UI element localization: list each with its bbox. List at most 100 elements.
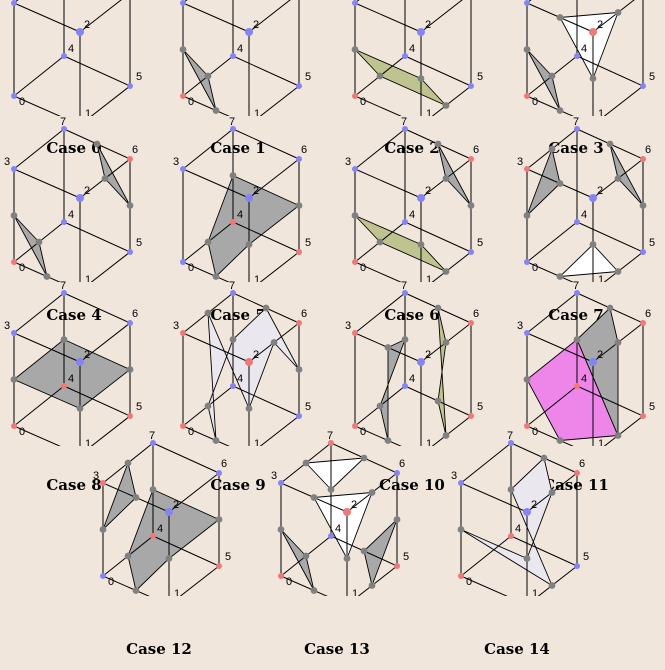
isosurface-polygon <box>207 307 300 441</box>
edge-intersection-point <box>124 459 132 467</box>
vertex-label: 6 <box>473 308 479 320</box>
cube-edge <box>232 385 300 417</box>
vertex-label: 4 <box>68 373 74 385</box>
cube-vertex-0 <box>180 93 186 99</box>
edge-intersection-point <box>614 175 622 182</box>
cube-edge <box>404 55 472 87</box>
vertex-label: 0 <box>188 96 194 108</box>
vertex-label: 7 <box>573 280 579 292</box>
case-caption: Case 12 <box>126 640 192 658</box>
isosurface-polygon <box>526 49 561 111</box>
cube-vertex-3 <box>180 0 186 6</box>
vertex-label: 4 <box>581 209 587 221</box>
vertex-label: 4 <box>409 373 415 385</box>
cube-edge <box>13 385 65 427</box>
edge-intersection-point <box>417 75 425 82</box>
edge-intersection-point <box>149 486 157 493</box>
cube-vertex-0 <box>11 93 17 99</box>
cube-vertex-0 <box>180 423 186 429</box>
cube-edge <box>576 385 644 417</box>
cube-edge <box>232 55 300 87</box>
cube-vertex-0 <box>278 573 284 579</box>
vertex-label: 0 <box>360 96 366 108</box>
edge-intersection-point <box>10 376 18 383</box>
vertex-label: 6 <box>399 458 405 470</box>
cube-vertex-2 <box>245 28 253 36</box>
cube-vertex-5 <box>640 249 646 255</box>
case-caption: Case 13 <box>304 640 370 658</box>
edge-intersection-point <box>212 107 220 114</box>
edge-intersection-point <box>614 432 622 439</box>
vertex-label: 6 <box>473 144 479 156</box>
cube-vertex-6 <box>127 320 133 326</box>
vertex-label: 4 <box>581 43 587 55</box>
vertex-label: 2 <box>425 185 431 197</box>
cube-vertex-5 <box>574 563 580 569</box>
cube-vertex-7 <box>508 440 514 446</box>
cube-edge <box>13 425 61 446</box>
edge-intersection-point <box>368 582 376 589</box>
cube-vertex-2 <box>245 358 253 366</box>
cube-vertex-3 <box>11 330 17 336</box>
cube-vertex-4 <box>61 219 67 225</box>
cube-vertex-7 <box>574 290 580 296</box>
edge-intersection-point <box>126 366 134 373</box>
cube-edge <box>420 0 463 33</box>
cube-edge <box>526 292 578 334</box>
edge-intersection-point <box>540 454 548 462</box>
vertex-label: 1 <box>254 108 260 116</box>
edge-intersection-point <box>589 75 597 82</box>
edge-intersection-point <box>295 366 303 373</box>
vertex-label: 5 <box>305 401 311 413</box>
cube-vertex-6 <box>468 320 474 326</box>
cube-vertex-2 <box>589 194 597 202</box>
edge-intersection-point <box>393 516 401 523</box>
edge-intersection-point <box>204 238 212 246</box>
cube-vertex-6 <box>216 470 222 476</box>
edge-intersection-point <box>302 552 310 560</box>
edge-intersection-point <box>302 459 310 467</box>
cube-edge <box>13 292 65 334</box>
cube-vertex-5 <box>296 249 302 255</box>
cube-edge <box>526 221 578 263</box>
edge-intersection-point <box>606 140 614 148</box>
cube-vertex-7 <box>574 126 580 132</box>
isosurface-polygon <box>354 215 447 272</box>
case-caption: Case 0 <box>46 139 102 157</box>
cube-vertex-6 <box>640 320 646 326</box>
edge-intersection-point <box>548 145 556 153</box>
isosurface-polygon <box>437 307 447 436</box>
cube-vertex-4 <box>230 383 236 389</box>
vertex-label: 7 <box>229 280 235 292</box>
cube-vertex-0 <box>352 93 358 99</box>
vertex-label: 4 <box>581 373 587 385</box>
cube-edge <box>404 221 472 253</box>
vertex-label: 1 <box>85 108 91 116</box>
isosurface-polygon <box>96 143 131 206</box>
cube-edge <box>248 0 291 33</box>
vertex-label: 4 <box>237 209 243 221</box>
cube-edge <box>354 261 402 282</box>
cube-edge <box>526 332 594 363</box>
vertex-label: 6 <box>301 144 307 156</box>
edge-intersection-point <box>434 140 442 148</box>
vertex-label: 3 <box>517 320 523 332</box>
edge-intersection-point <box>179 46 187 53</box>
vertex-label: 1 <box>174 588 180 596</box>
edge-intersection-point <box>204 402 212 410</box>
case-caption: Case 7 <box>548 306 604 324</box>
cube-edge <box>354 0 360 4</box>
vertex-label: 3 <box>173 320 179 332</box>
vertex-label: 4 <box>515 523 521 535</box>
isosurface-polygon <box>559 12 619 79</box>
isosurface-polygon <box>559 244 619 277</box>
edge-intersection-point <box>523 46 531 53</box>
cube-vertex-3 <box>11 0 17 6</box>
vertex-label: 1 <box>85 274 91 282</box>
case-caption: Case 8 <box>46 476 102 494</box>
cube-vertex-5 <box>394 563 400 569</box>
cube-vertex-6 <box>574 470 580 476</box>
